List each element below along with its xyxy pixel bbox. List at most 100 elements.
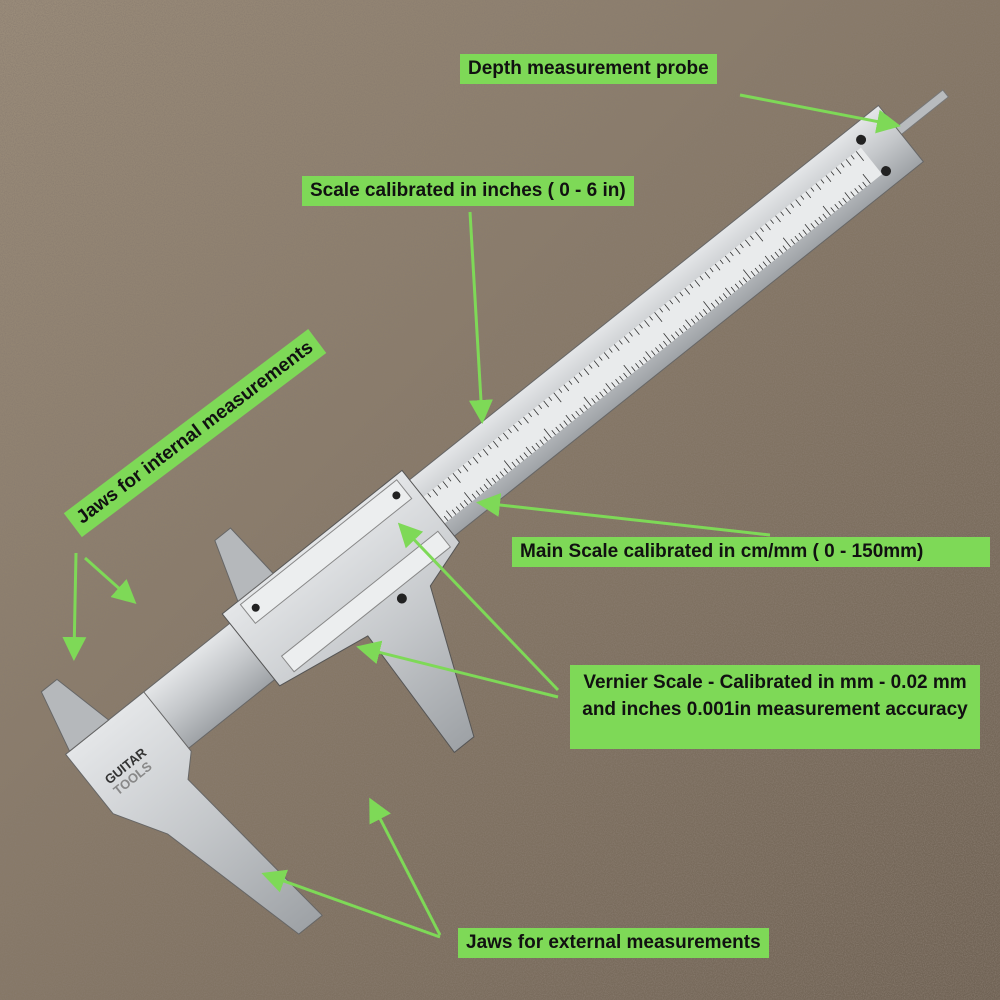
- mm-tick: [491, 477, 497, 483]
- inch-tick: [744, 239, 751, 247]
- inch-tick: [533, 408, 539, 416]
- inch-tick: [543, 400, 549, 408]
- mm-tick: [539, 439, 544, 445]
- inch-tick: [654, 312, 663, 322]
- inch-tick: [750, 235, 754, 241]
- screw: [881, 166, 892, 177]
- inch-tick: [639, 324, 643, 329]
- mm-tick: [663, 333, 672, 343]
- mm-tick: [599, 391, 604, 397]
- inch-tick: [624, 336, 630, 343]
- mm-tick: [724, 287, 732, 296]
- inch-tick: [523, 416, 529, 424]
- mm-tick: [834, 204, 839, 210]
- inch-tick: [704, 271, 711, 279]
- inch-tick: [719, 259, 724, 265]
- inch-tick: [447, 477, 452, 482]
- screw: [856, 134, 867, 145]
- inch-tick: [855, 151, 865, 161]
- inch-tick: [613, 344, 620, 352]
- inch-tick: [830, 171, 835, 176]
- mm-tick: [742, 277, 748, 283]
- inch-tick: [644, 320, 650, 327]
- mm-tick: [718, 296, 724, 302]
- inch-tick: [563, 384, 570, 392]
- inch-tick: [775, 215, 781, 223]
- mm-tick: [822, 205, 831, 216]
- inch-tick: [699, 275, 704, 281]
- inch-tick: [578, 372, 583, 377]
- mm-tick: [495, 474, 501, 480]
- inch-tick: [548, 396, 553, 401]
- inch-tick: [790, 203, 795, 208]
- inch-tick: [815, 183, 822, 191]
- mm-tick: [639, 359, 644, 366]
- mm-tick: [750, 270, 756, 277]
- inch-tick: [593, 360, 600, 368]
- inch-tick: [679, 291, 684, 297]
- inch-tick: [760, 227, 764, 232]
- mm-tick: [678, 328, 684, 334]
- inch-tick: [714, 263, 721, 271]
- arrow-vernier-1: [397, 522, 560, 692]
- mm-tick: [862, 181, 867, 187]
- arrow-internal-jaw-2: [84, 556, 137, 604]
- mm-tick: [675, 331, 680, 337]
- inch-tick: [694, 279, 701, 287]
- mm-tick: [503, 468, 508, 474]
- mm-tick: [619, 375, 624, 382]
- mm-tick: [503, 460, 512, 471]
- mm-tick: [464, 492, 473, 502]
- mm-tick: [631, 366, 636, 372]
- mm-tick: [555, 426, 560, 432]
- inch-tick: [427, 493, 432, 498]
- mm-tick: [591, 398, 596, 404]
- inch-tick: [477, 452, 482, 458]
- inch-tick: [608, 348, 613, 353]
- inch-tick: [765, 223, 771, 231]
- mm-tick: [822, 213, 827, 219]
- inch-tick: [734, 247, 741, 255]
- mm-tick: [459, 503, 465, 509]
- inch-tick: [780, 211, 785, 216]
- mm-tick: [738, 280, 744, 286]
- mm-tick: [743, 269, 752, 280]
- mm-tick: [571, 414, 576, 420]
- annotation-arrows: [62, 93, 901, 939]
- arrow-depth-probe: [739, 93, 901, 134]
- arrow-main-scale: [476, 493, 771, 537]
- inch-tick: [432, 489, 439, 496]
- inch-tick: [845, 159, 852, 166]
- mm-tick: [575, 410, 580, 417]
- mm-tick: [730, 286, 736, 292]
- mm-tick: [543, 428, 552, 439]
- mm-tick: [531, 445, 536, 452]
- inch-tick: [820, 179, 825, 184]
- inch-tick: [487, 444, 492, 450]
- inch-tick: [669, 299, 674, 305]
- arrow-vernier-2: [356, 640, 559, 699]
- mm-tick: [778, 248, 784, 254]
- mm-tick: [685, 319, 692, 327]
- mm-tick: [543, 436, 548, 442]
- mm-tick: [623, 364, 632, 375]
- mm-tick: [535, 442, 540, 448]
- inch-tick: [457, 469, 462, 474]
- inch-tick: [528, 412, 532, 418]
- inch-tick: [437, 485, 442, 490]
- mm-tick: [583, 396, 592, 407]
- inch-tick: [568, 380, 573, 385]
- mm-tick: [830, 207, 835, 213]
- mm-tick: [703, 301, 712, 312]
- inch-tick: [588, 364, 593, 369]
- mm-tick: [694, 315, 700, 321]
- mm-tick: [698, 312, 704, 318]
- mm-tick: [764, 255, 772, 264]
- mm-tick: [479, 487, 485, 493]
- arrow-inch-scale: [468, 211, 493, 424]
- mm-tick: [559, 423, 564, 429]
- inch-tick: [452, 473, 461, 483]
- inch-tick: [634, 328, 640, 335]
- mm-tick: [615, 379, 620, 385]
